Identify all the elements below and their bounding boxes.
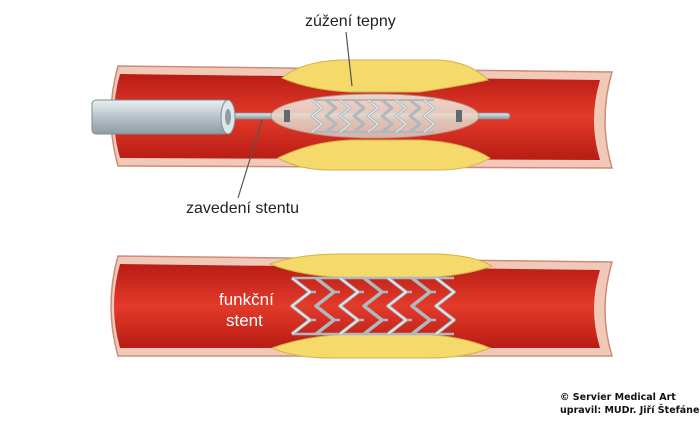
narrowing-pointer: [345, 31, 353, 87]
expanded-stent-highlight: [291, 277, 455, 335]
top-plaque-lower: [276, 139, 491, 171]
credit-line-1: © Servier Medical Art: [560, 392, 676, 403]
credit-line-2: upravil: MUDr. Jiří Štefánek: [560, 404, 700, 416]
bottom-vessel-lumen: [114, 264, 600, 348]
narrowing-label: zúžení tepny: [305, 13, 396, 30]
bottom-vessel: [110, 253, 614, 359]
balloon-marker-right: [456, 110, 462, 122]
top-vessel: [91, 59, 614, 171]
catheter-tip-hole: [225, 109, 231, 125]
functional-stent-label-line2: stent: [226, 311, 263, 330]
top-plaque-upper: [281, 59, 490, 93]
bottom-plaque-upper: [268, 253, 494, 279]
bottom-plaque-lower: [270, 333, 492, 359]
stent-insertion-pointer: [237, 119, 263, 199]
catheter-tube: [91, 99, 229, 135]
balloon: [270, 93, 480, 139]
balloon-marker-left: [284, 110, 290, 122]
crimped-stent-highlight: [311, 99, 435, 133]
functional-stent-label-line1: funkční: [219, 290, 274, 309]
stent-insertion-label: zavedení stentu: [186, 200, 299, 217]
